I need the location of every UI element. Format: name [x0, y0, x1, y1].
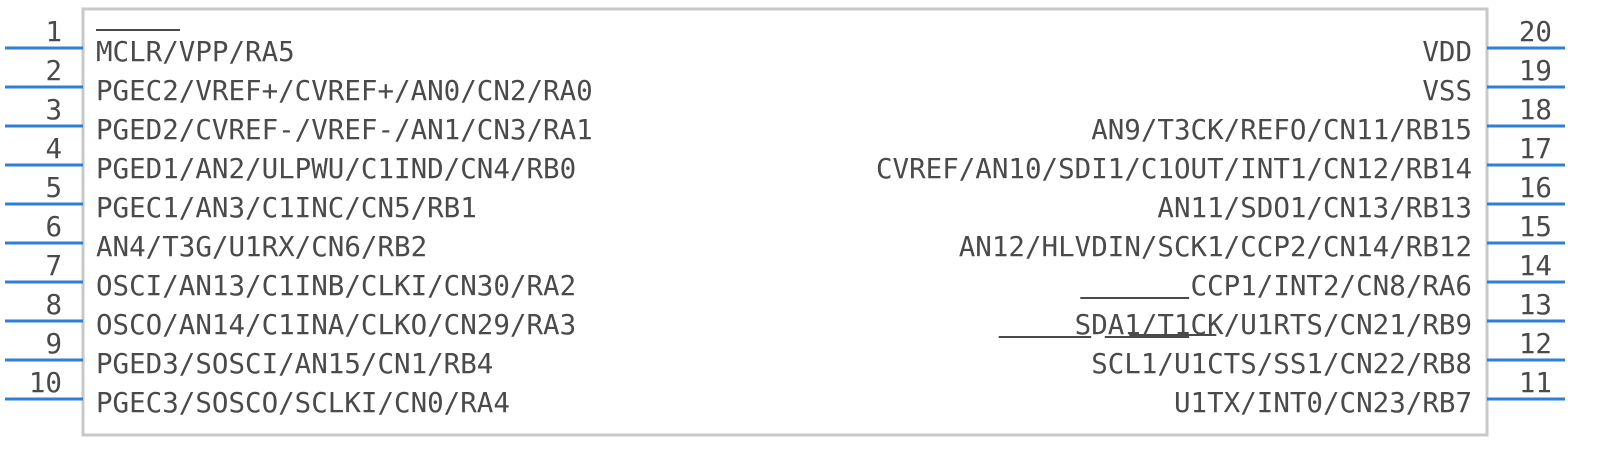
pin-10-number: 10 — [29, 367, 62, 399]
overbar-group — [96, 29, 1217, 338]
pin-14-number: 14 — [1519, 250, 1552, 282]
pin-8-label: OSCO/AN14/C1INA/CLKO/CN29/RA3 — [96, 309, 576, 341]
pin-2-number: 2 — [45, 55, 62, 87]
pin-7-number: 7 — [45, 250, 62, 282]
pin-1-label: MCLR/VPP/RA5 — [96, 36, 295, 68]
pin-4-label: PGED1/AN2/ULPWU/C1IND/CN4/RB0 — [96, 153, 576, 185]
pin-8-number: 8 — [45, 289, 62, 321]
pin-2-label: PGEC2/VREF+/CVREF+/AN0/CN2/RA0 — [96, 75, 593, 107]
pin-17-label: CVREF/AN10/SDI1/C1OUT/INT1/CN12/RB14 — [876, 153, 1472, 185]
pin-17-number: 17 — [1519, 133, 1552, 165]
pin-9-label: PGED3/SOSCI/AN15/CN1/RB4 — [96, 348, 493, 380]
pin-6-number: 6 — [45, 211, 62, 243]
pin-3-label: PGED2/CVREF-/VREF-/AN1/CN3/RA1 — [96, 114, 593, 146]
pin-13-number: 13 — [1519, 289, 1552, 321]
pin-4-number: 4 — [45, 133, 62, 165]
pin-5-label: PGEC1/AN3/C1INC/CN5/RB1 — [96, 192, 477, 224]
pin-9-number: 9 — [45, 328, 62, 360]
pin-5-number: 5 — [45, 172, 62, 204]
pin-15-label: AN12/HLVDIN/SCK1/CCP2/CN14/RB12 — [959, 231, 1472, 263]
pin-10-label: PGEC3/SOSCO/SCLKI/CN0/RA4 — [96, 387, 510, 419]
ic-body — [81, 7, 1489, 437]
pin-7-label: OSCI/AN13/C1INB/CLKI/CN30/RA2 — [96, 270, 576, 302]
pin-12-number: 12 — [1519, 328, 1552, 360]
pin-16-label: AN11/SDO1/CN13/RB13 — [1157, 192, 1472, 224]
pin-20-number: 20 — [1519, 16, 1552, 48]
pin-3-number: 3 — [45, 94, 62, 126]
pin-18-number: 18 — [1519, 94, 1552, 126]
pin-18-label: AN9/T3CK/REFO/CN11/RB15 — [1091, 114, 1472, 146]
pin-11-number: 11 — [1519, 367, 1552, 399]
pin-19-label: VSS — [1422, 75, 1472, 107]
pin-16-number: 16 — [1519, 172, 1552, 204]
pin-19-number: 19 — [1519, 55, 1552, 87]
pin-14-label: CCP1/INT2/CN8/RA6 — [1191, 270, 1472, 302]
pin-15-number: 15 — [1519, 211, 1552, 243]
pin-1-number: 1 — [45, 16, 62, 48]
pin-11-label: U1TX/INT0/CN23/RB7 — [1174, 387, 1472, 419]
pin-6-label: AN4/T3G/U1RX/CN6/RB2 — [96, 231, 427, 263]
pin-12-label: SCL1/U1CTS/SS1/CN22/RB8 — [1091, 348, 1472, 380]
pin-20-label: VDD — [1422, 36, 1472, 68]
